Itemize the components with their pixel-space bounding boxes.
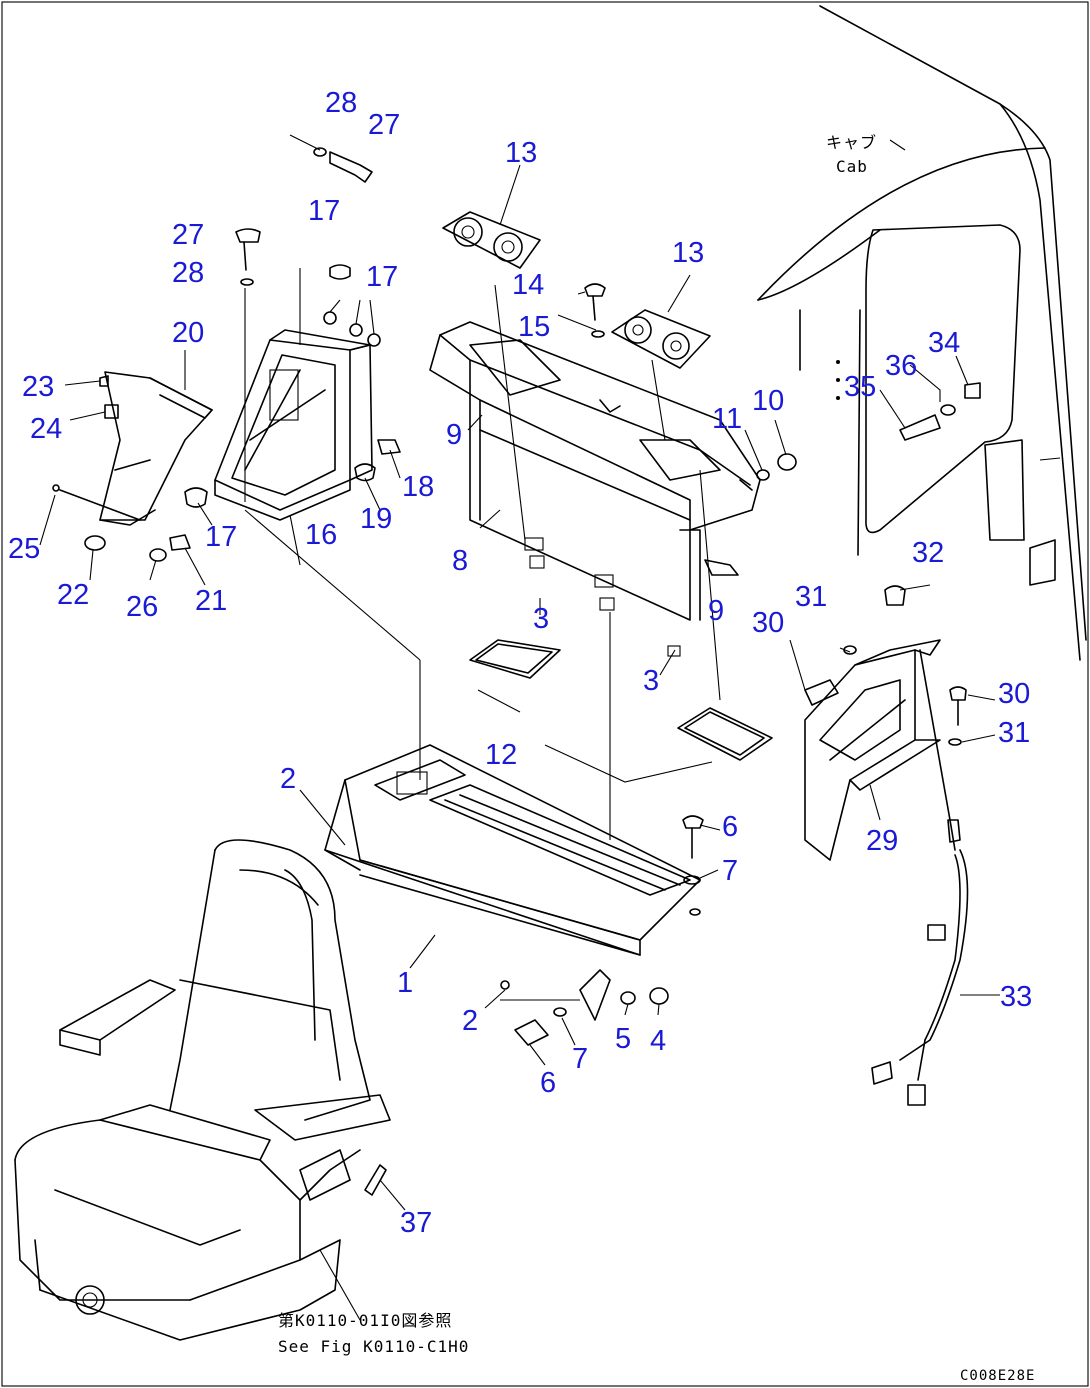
screws-34-35-36	[899, 382, 981, 441]
callout-20: 20	[172, 317, 204, 349]
part-16-bracket	[214, 268, 373, 521]
callout-5: 5	[615, 1023, 631, 1055]
part-20-panel	[52, 371, 213, 562]
callout-23: 23	[22, 371, 54, 403]
callout-26: 26	[126, 591, 158, 623]
callout-3-upper: 3	[533, 603, 549, 635]
callout-7-upper: 7	[722, 855, 738, 887]
callout-25: 25	[8, 533, 40, 565]
callout-7-lower: 7	[572, 1043, 588, 1075]
callout-18: 18	[402, 471, 434, 503]
cab-label-jp: キャブ	[826, 133, 877, 152]
callout-29: 29	[866, 825, 898, 857]
hardware-17-18-19	[184, 264, 401, 508]
callout-27-upper: 27	[368, 109, 400, 141]
bolt-27-28-upper	[235, 134, 373, 286]
callout-9-upper: 9	[446, 419, 462, 451]
callout-27-lower: 27	[172, 219, 204, 251]
callout-14: 14	[512, 269, 544, 301]
fasteners-1-6-7-5-4-2	[500, 815, 704, 1046]
callout-33: 33	[1000, 981, 1032, 1013]
callout-13-left: 13	[505, 137, 537, 169]
callout-9-lower: 9	[708, 595, 724, 627]
cab-label-en: Cab	[836, 157, 868, 176]
callout-17-b: 17	[366, 261, 398, 293]
cab-outline: キャブ Cab	[757, 5, 1087, 661]
callout-1: 1	[397, 967, 413, 999]
callout-28-lower: 28	[172, 257, 204, 289]
callout-11: 11	[712, 403, 742, 435]
leader-lines	[39, 164, 1000, 1211]
callout-28-upper: 28	[325, 87, 357, 119]
figure-reference-en: See Fig K0110-C1H0	[278, 1337, 469, 1356]
callout-17-a: 17	[308, 195, 340, 227]
callout-labels: 28 27 13 27 17 28 17 13 14 15 20 34 36 3…	[8, 87, 1032, 1239]
part-33-cable	[871, 649, 969, 1106]
nut-10-washer-11	[756, 453, 797, 481]
callout-35: 35	[844, 371, 876, 403]
callout-16: 16	[305, 519, 337, 551]
callout-19: 19	[360, 503, 392, 535]
callout-30-upper: 30	[752, 607, 784, 639]
part-1-tray	[244, 509, 701, 1021]
callout-36: 36	[885, 350, 917, 382]
callout-30-lower: 30	[998, 678, 1030, 710]
callout-22: 22	[57, 579, 89, 611]
part-12-mats	[469, 639, 773, 783]
callout-4: 4	[650, 1025, 666, 1057]
callout-6-lower: 6	[540, 1067, 556, 1099]
callout-32: 32	[912, 537, 944, 569]
bolt-14-15	[577, 283, 606, 338]
upper-panel-8-9	[429, 284, 761, 840]
callout-37: 37	[400, 1207, 432, 1239]
callout-24: 24	[30, 413, 62, 445]
fan-13-right	[611, 309, 711, 369]
figure-reference-jp: 第K0110-01I0図参照	[278, 1311, 452, 1330]
callout-12: 12	[485, 739, 517, 771]
callout-21: 21	[195, 585, 227, 617]
part-29-bracket	[804, 585, 967, 861]
callout-10: 10	[752, 385, 784, 417]
callout-17-c: 17	[205, 521, 237, 553]
fan-13-left	[442, 211, 541, 269]
callout-3-lower: 3	[643, 665, 659, 697]
callout-8: 8	[452, 545, 468, 577]
callout-31-upper: 31	[795, 581, 827, 613]
drawing-code: C008E28E	[960, 1368, 1035, 1384]
callout-13-right: 13	[672, 237, 704, 269]
callout-6-upper: 6	[722, 811, 738, 843]
callout-2-upper: 2	[280, 763, 296, 795]
callout-31-lower: 31	[998, 717, 1030, 749]
callout-15: 15	[518, 311, 550, 343]
operator-seat	[14, 839, 391, 1341]
callout-34: 34	[928, 327, 960, 359]
callout-2-lower: 2	[462, 1005, 478, 1037]
